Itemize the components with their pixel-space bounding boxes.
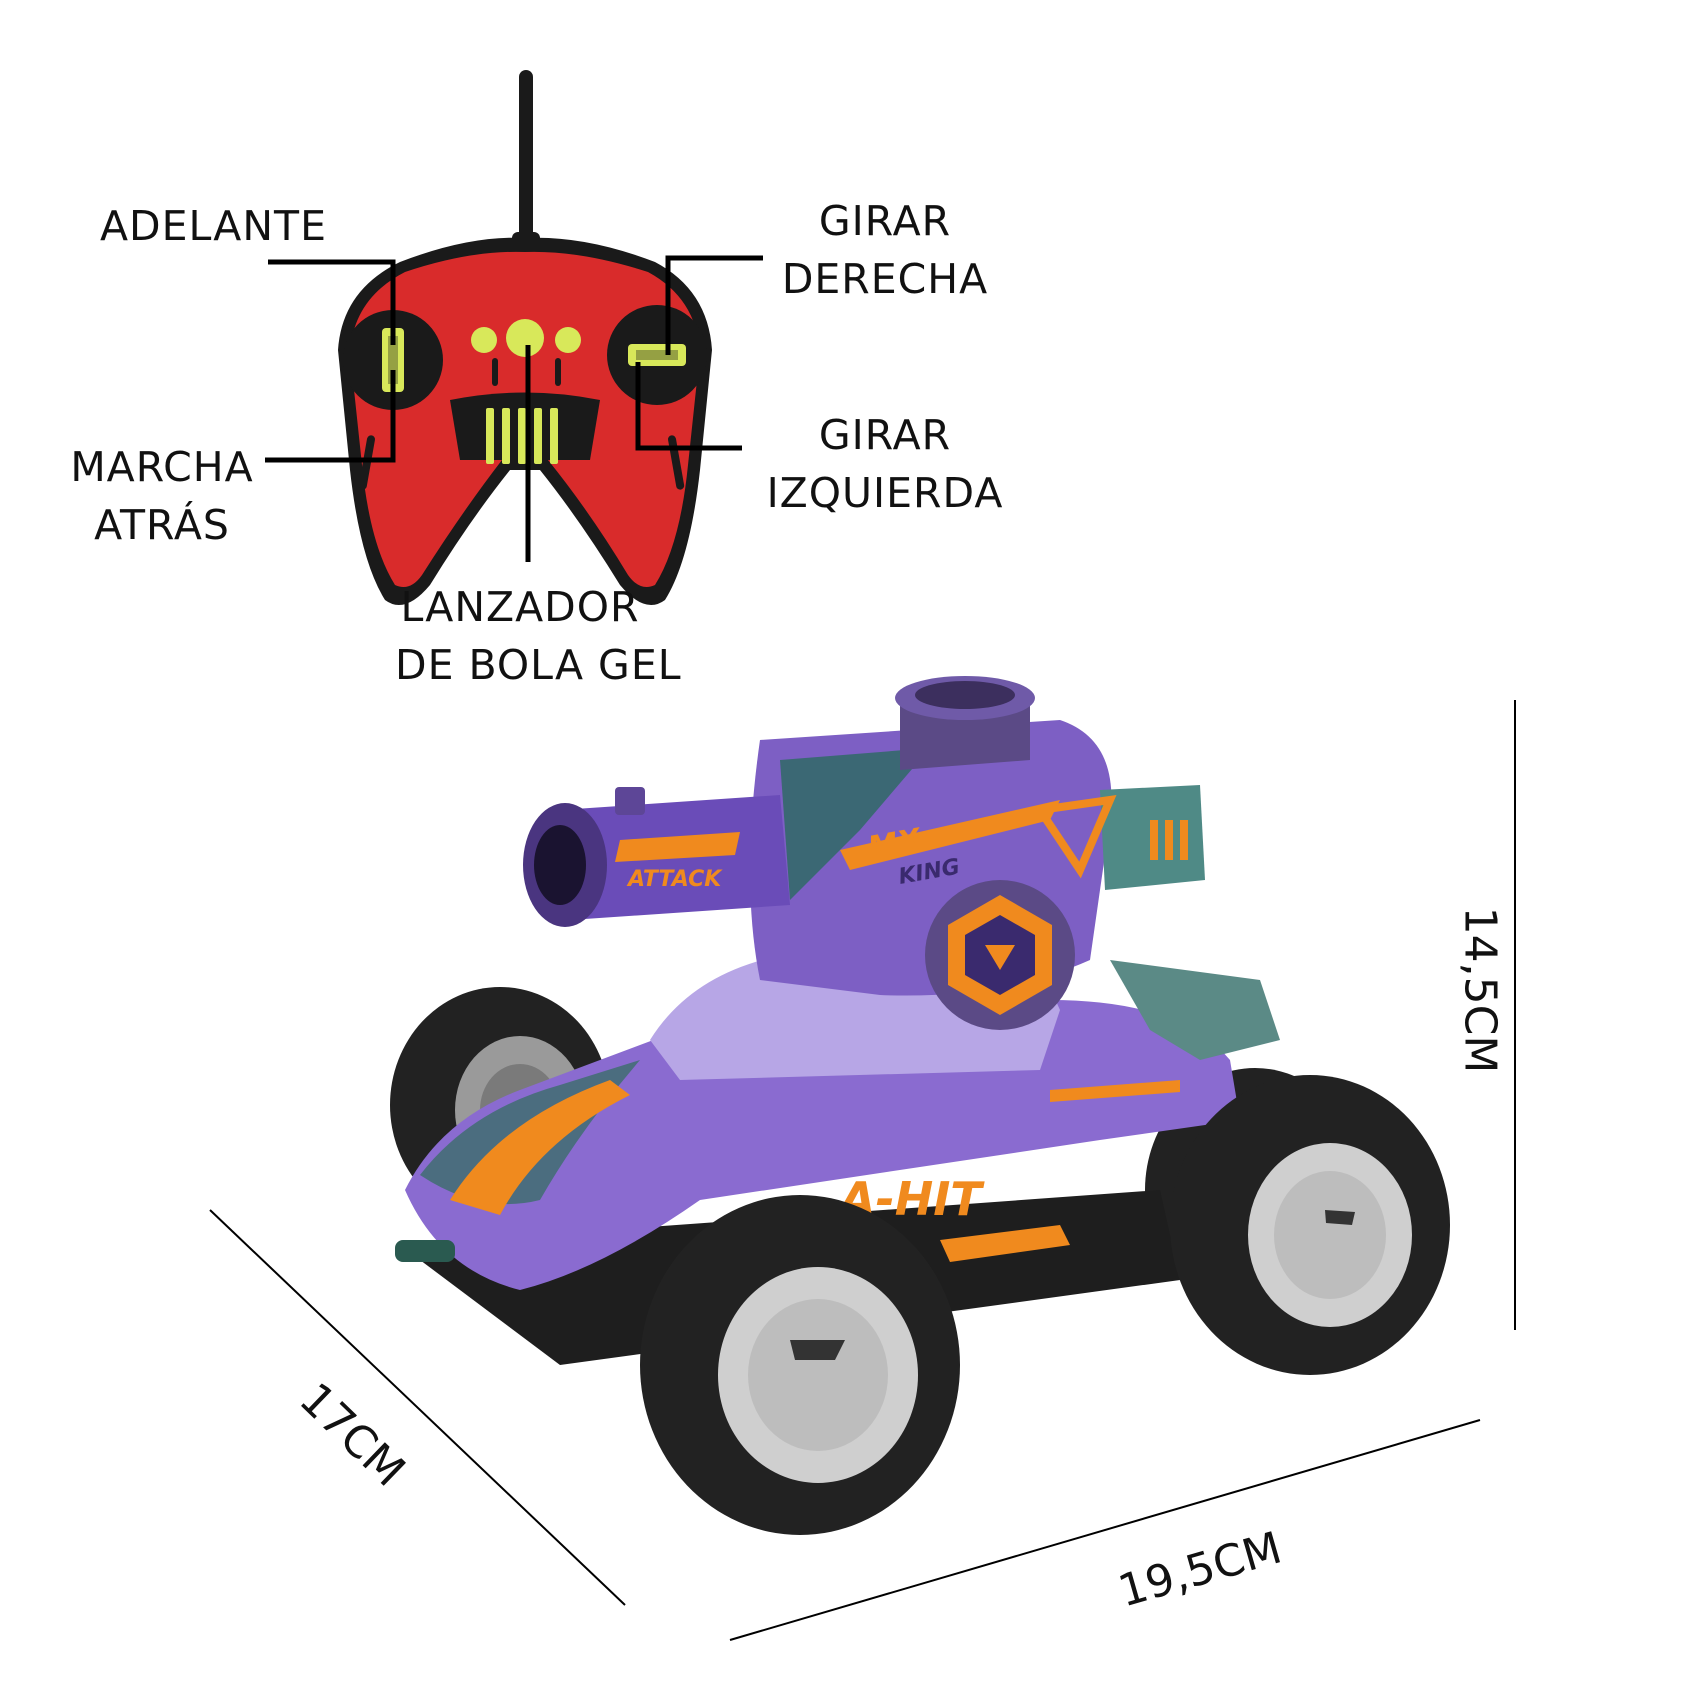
left-cannon: ATTACK bbox=[523, 787, 790, 927]
dimension-height: 14,5CM bbox=[1454, 906, 1506, 1074]
label-reverse-line1: MARCHA bbox=[70, 443, 254, 491]
grip-vents bbox=[486, 408, 558, 464]
top-hatch bbox=[895, 676, 1035, 770]
rc-car: A-HIT ATTACK MX KING bbox=[390, 676, 1450, 1535]
decal-cannon: ATTACK bbox=[626, 867, 723, 892]
label-launcher-line1: LANZADOR bbox=[400, 583, 640, 631]
label-turn-left-line1: GIRAR bbox=[818, 411, 952, 459]
remote-control bbox=[338, 70, 712, 605]
front-left-wheel bbox=[640, 1195, 960, 1535]
launcher-buttons[interactable] bbox=[471, 319, 581, 386]
label-launcher-line2: DE BOLA GEL bbox=[395, 641, 682, 689]
label-launcher: LANZADOR DE BOLA GEL bbox=[395, 578, 682, 694]
callout-lines bbox=[265, 255, 763, 562]
label-turn-right: GIRAR DERECHA bbox=[780, 192, 990, 308]
antenna bbox=[512, 70, 540, 262]
label-reverse-line2: ATRÁS bbox=[94, 501, 230, 549]
label-turn-left-line2: IZQUIERDA bbox=[766, 469, 1004, 517]
dimension-lines bbox=[209, 700, 1516, 1641]
right-cannon bbox=[1100, 785, 1205, 890]
label-turn-right-line1: GIRAR bbox=[818, 197, 952, 245]
label-reverse: MARCHA ATRÁS bbox=[68, 438, 256, 554]
forward-reverse-stick[interactable] bbox=[343, 310, 443, 410]
hex-emblem bbox=[925, 880, 1075, 1030]
label-forward: ADELANTE bbox=[100, 202, 327, 250]
steering-stick[interactable] bbox=[607, 305, 707, 405]
front-right-wheel bbox=[1170, 1075, 1450, 1375]
label-turn-right-line2: DERECHA bbox=[781, 255, 989, 303]
label-turn-left: GIRAR IZQUIERDA bbox=[765, 406, 1005, 522]
